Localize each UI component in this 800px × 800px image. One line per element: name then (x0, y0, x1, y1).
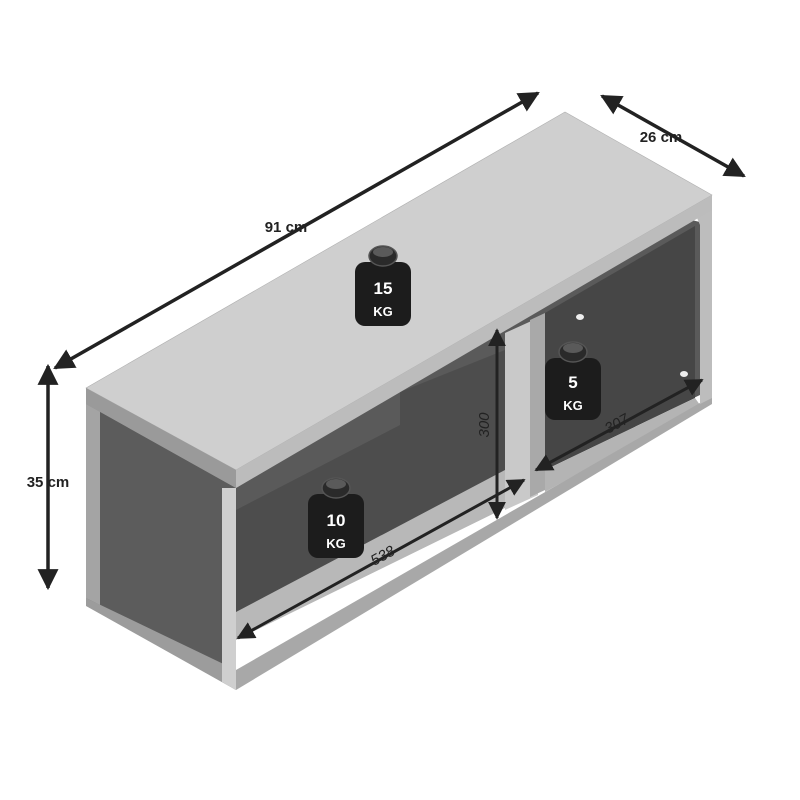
weight-knob-top (373, 247, 393, 257)
right-side-edge (695, 207, 712, 404)
outer-dimensions: 91 cm 26 cm 35 cm (27, 91, 746, 591)
weight-knob-top (563, 343, 583, 353)
left-side-edge (86, 388, 100, 605)
width-label: 91 cm (265, 219, 308, 236)
left-width-arrow (236, 478, 526, 640)
weight-unit: KG (373, 304, 393, 319)
shelf-pin-hole (680, 371, 688, 377)
left-side-front-strip (222, 488, 236, 690)
inner-height-label: 300 (476, 412, 493, 438)
shelf-pin-hole (576, 314, 584, 320)
right-width-arrow (534, 378, 704, 472)
weight-value: 5 (568, 373, 577, 392)
depth-label: 26 cm (640, 129, 683, 146)
weight-value: 15 (374, 279, 393, 298)
weight-value: 10 (327, 511, 346, 530)
cabinet (85, 111, 713, 690)
weight-knob-top (326, 479, 346, 489)
height-label: 35 cm (27, 474, 70, 491)
weight-unit: KG (326, 536, 346, 551)
bottom-front-edge (86, 598, 236, 690)
weight-unit: KG (563, 398, 583, 413)
top-left-face (86, 388, 236, 488)
width-arrow (53, 91, 540, 370)
depth-arrow (600, 94, 746, 178)
